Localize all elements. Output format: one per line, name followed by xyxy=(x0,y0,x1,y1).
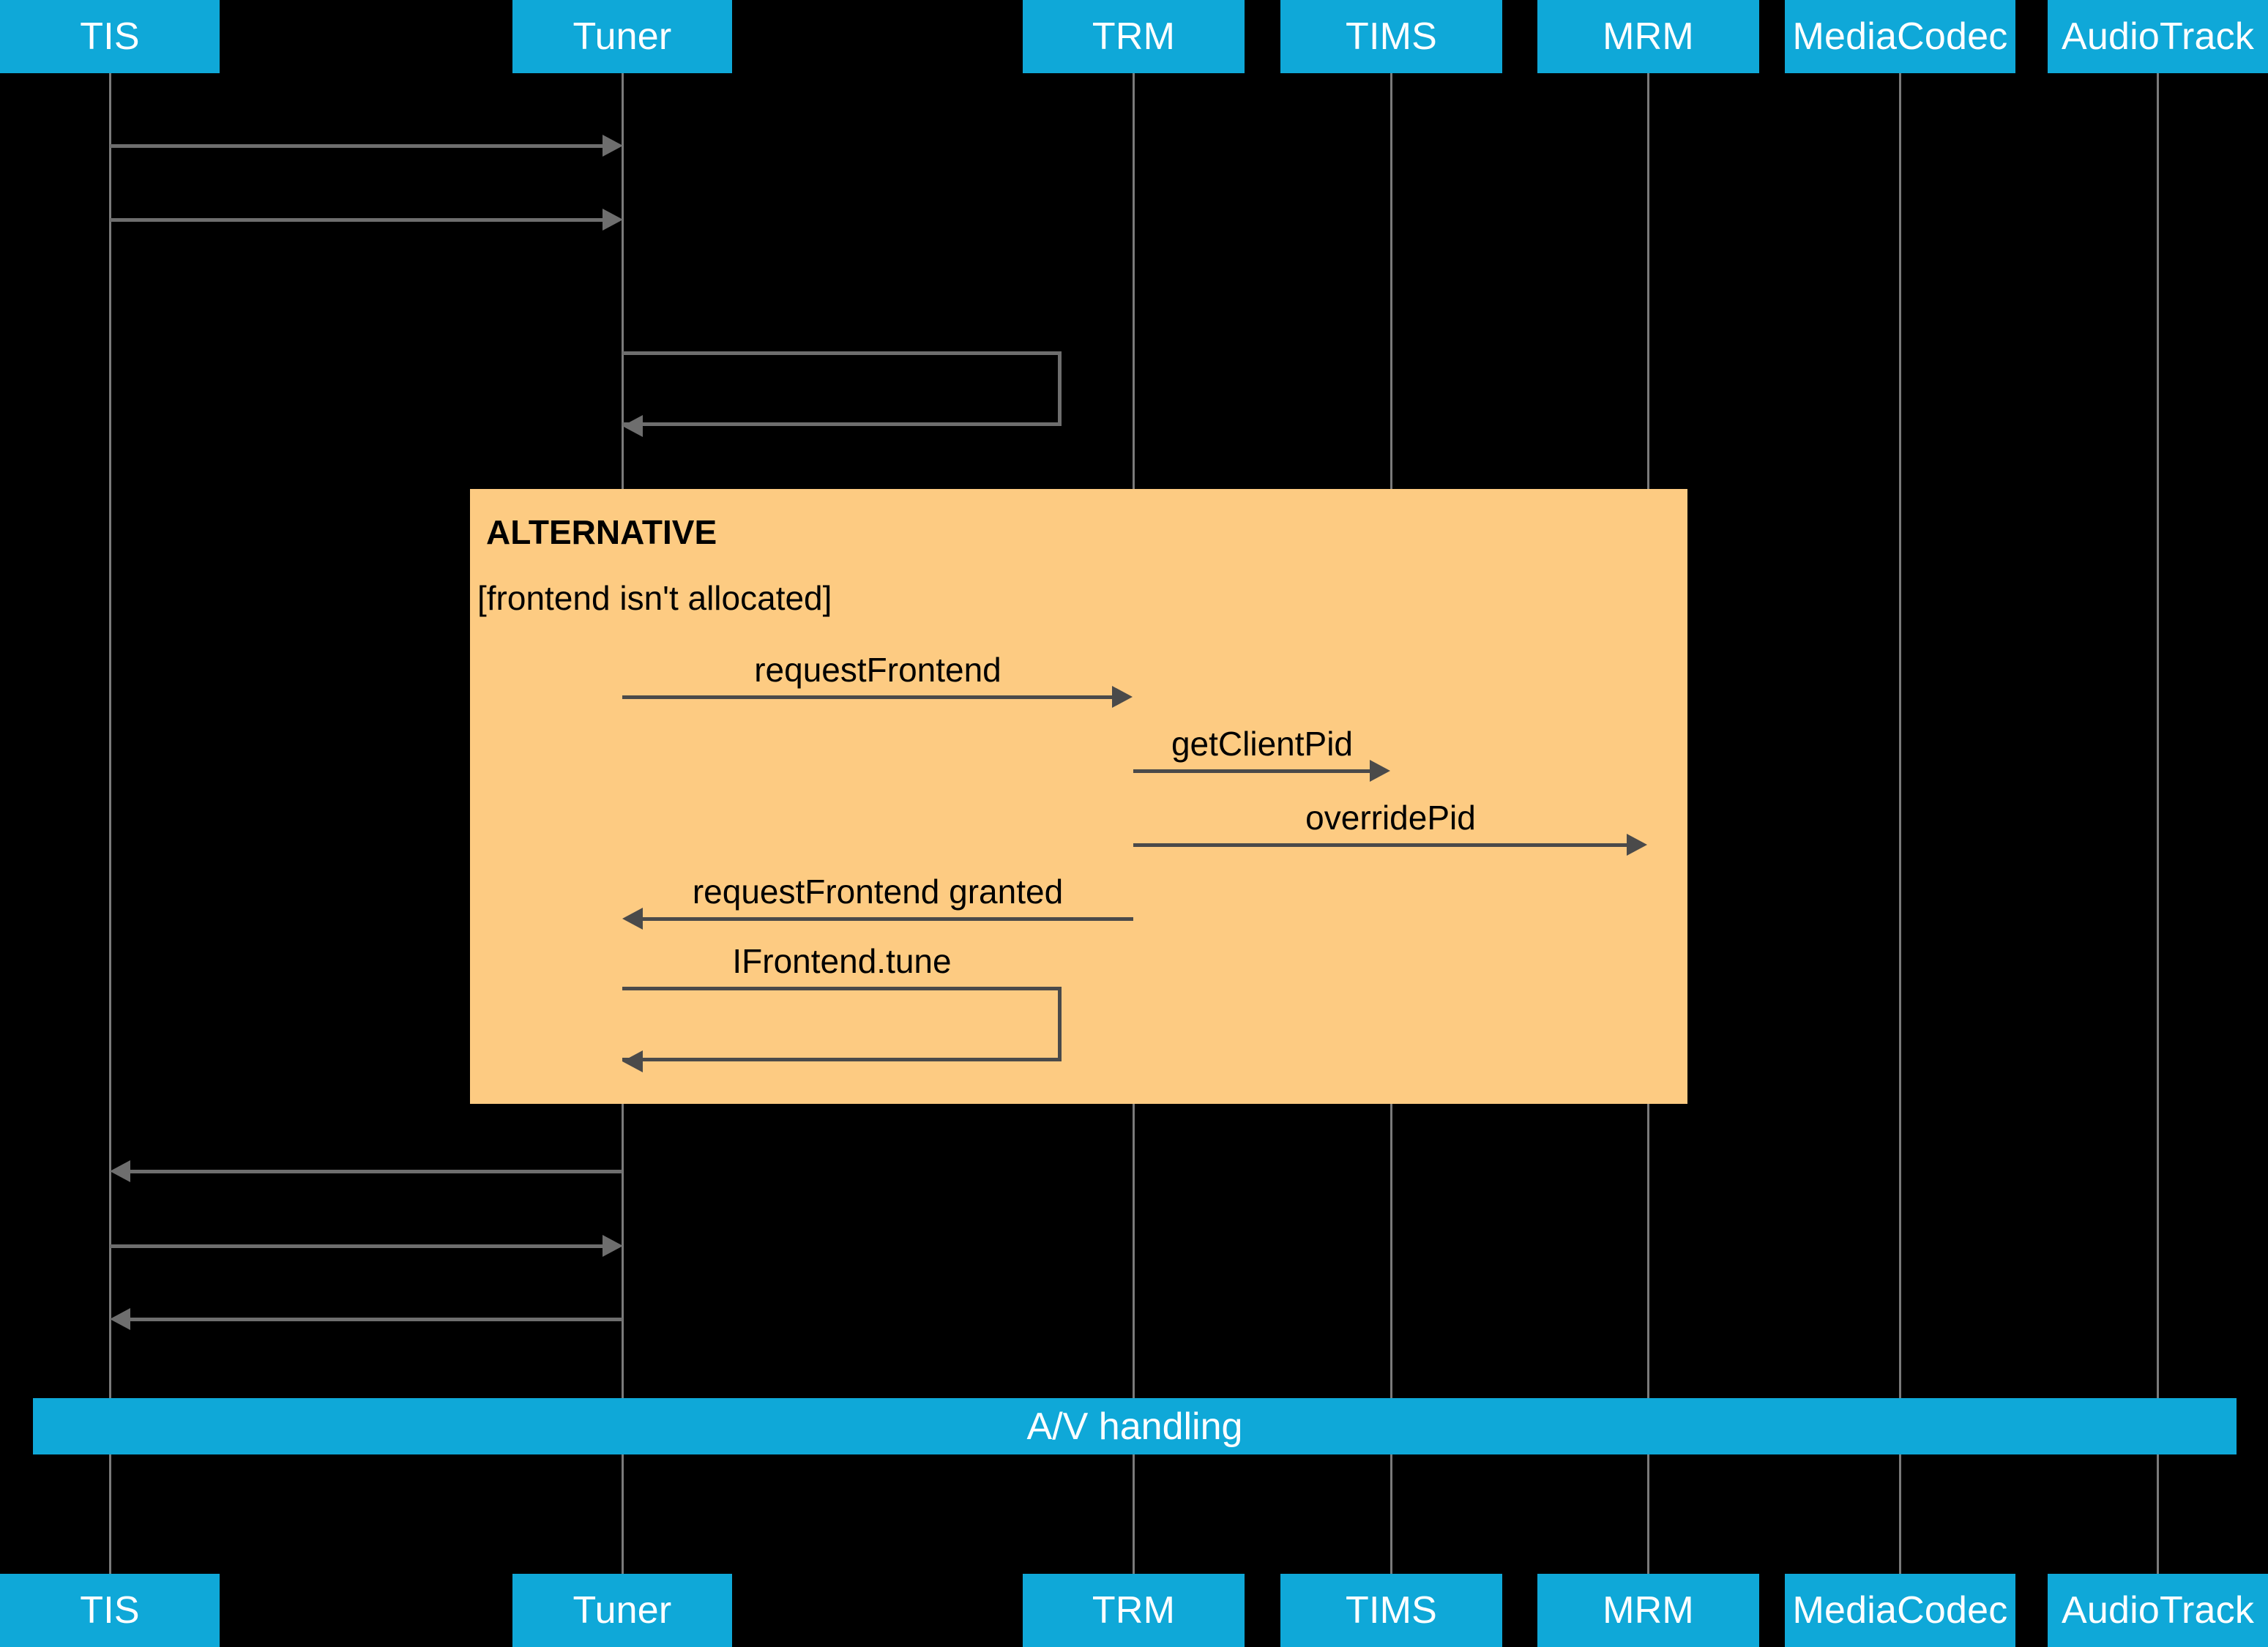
alt-fragment-frame xyxy=(470,489,1687,1104)
message-line-1 xyxy=(110,144,606,148)
lifeline-tis xyxy=(109,73,111,1574)
message-arrowhead-11 xyxy=(110,1308,130,1330)
self-message-arrowhead-3 xyxy=(622,415,643,437)
participant-head-tims[interactable]: TIMS xyxy=(1280,0,1502,73)
participant-foot-tis[interactable]: TIS xyxy=(0,1574,220,1647)
message-arrowhead-10 xyxy=(603,1235,623,1257)
message-arrowhead-1 xyxy=(603,135,623,157)
message-label-requestfrontend-granted: requestFrontend granted xyxy=(692,873,1064,911)
message-line-requestfrontend-granted xyxy=(642,917,1133,921)
message-line-9 xyxy=(130,1170,622,1173)
message-arrowhead-requestfrontend-granted xyxy=(622,908,643,930)
participant-head-tis[interactable]: TIS xyxy=(0,0,220,73)
lifeline-audiotrack xyxy=(2157,73,2159,1574)
alt-fragment-operator: ALTERNATIVE xyxy=(486,513,717,551)
participant-foot-audiotrack[interactable]: AudioTrack xyxy=(2048,1574,2268,1647)
message-line-requestfrontend xyxy=(622,695,1115,699)
participant-head-tuner[interactable]: Tuner xyxy=(512,0,732,73)
message-label-requestfrontend: requestFrontend xyxy=(754,651,1001,689)
ref-bar-av-handling: A/V handling xyxy=(33,1398,2237,1454)
participant-foot-mediacodec[interactable]: MediaCodec xyxy=(1785,1574,2015,1647)
participant-head-trm[interactable]: TRM xyxy=(1023,0,1245,73)
message-line-overridepid xyxy=(1133,843,1630,847)
alt-fragment-guard: [frontend isn't allocated] xyxy=(477,579,832,617)
message-arrowhead-2 xyxy=(603,209,623,231)
message-label-ifrontend-tune: IFrontend.tune xyxy=(732,942,952,980)
participant-foot-tims[interactable]: TIMS xyxy=(1280,1574,1502,1647)
participant-head-mrm[interactable]: MRM xyxy=(1537,0,1759,73)
participant-head-mediacodec[interactable]: MediaCodec xyxy=(1785,0,2015,73)
participant-foot-tuner[interactable]: Tuner xyxy=(512,1574,732,1647)
message-line-getclientpid xyxy=(1133,769,1373,773)
message-label-overridepid: overridePid xyxy=(1305,799,1476,837)
participant-foot-mrm[interactable]: MRM xyxy=(1537,1574,1759,1647)
message-arrowhead-getclientpid xyxy=(1370,760,1390,782)
self-message-box-ifrontend-tune xyxy=(622,987,1062,1061)
message-line-10 xyxy=(110,1244,606,1248)
message-arrowhead-requestfrontend xyxy=(1112,686,1133,708)
message-arrowhead-9 xyxy=(110,1160,130,1182)
message-line-2 xyxy=(110,218,606,222)
message-arrowhead-overridepid xyxy=(1627,834,1647,856)
participant-foot-trm[interactable]: TRM xyxy=(1023,1574,1245,1647)
message-line-11 xyxy=(130,1318,622,1321)
self-message-box-3 xyxy=(622,351,1062,426)
self-message-arrowhead-ifrontend-tune xyxy=(622,1050,643,1072)
lifeline-mediacodec xyxy=(1899,73,1901,1574)
participant-head-audiotrack[interactable]: AudioTrack xyxy=(2048,0,2268,73)
message-label-getclientpid: getClientPid xyxy=(1171,725,1354,763)
